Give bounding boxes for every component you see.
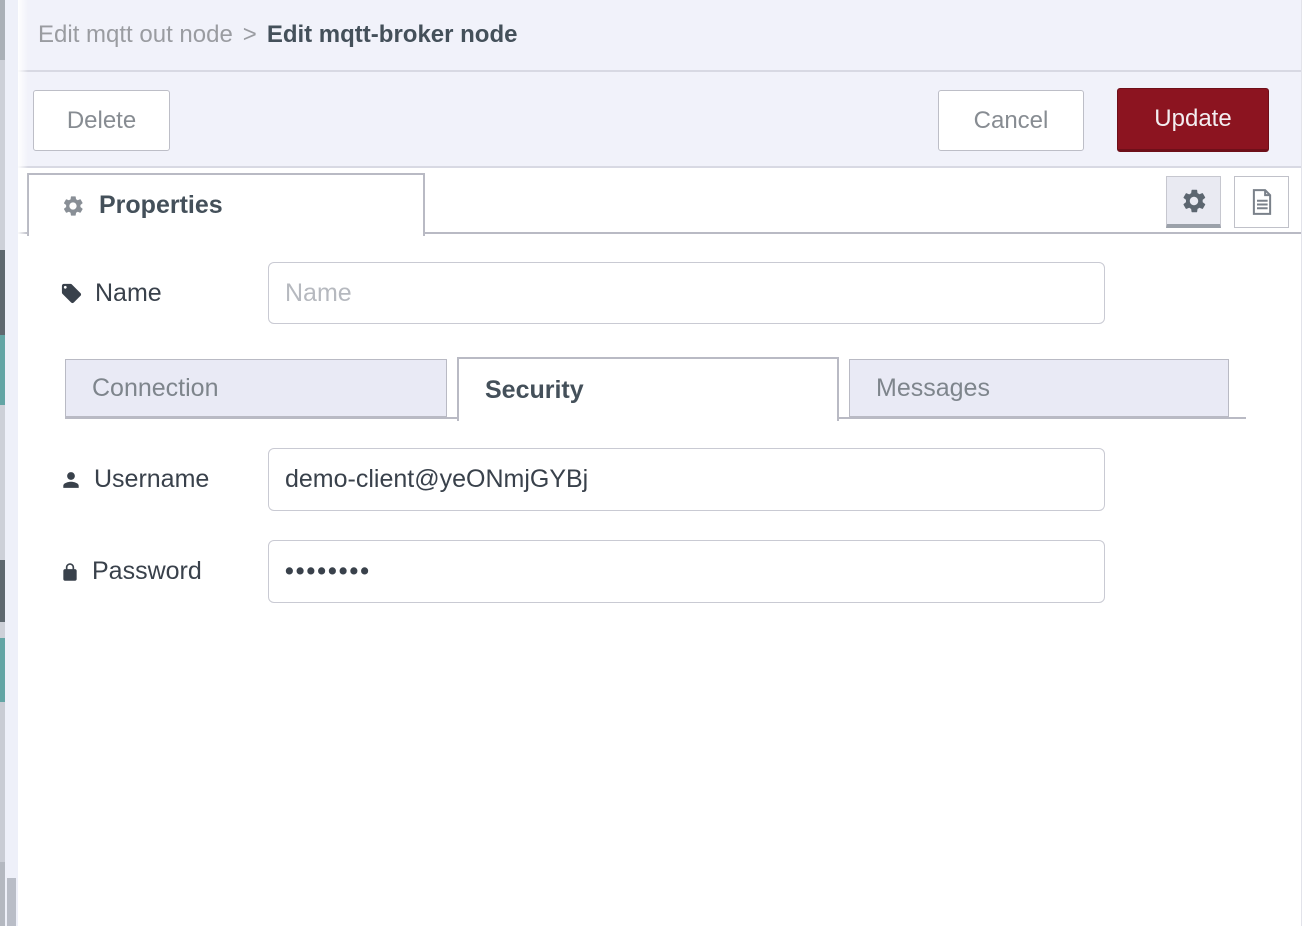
password-label: Password (18, 557, 268, 586)
tab-properties-label: Properties (99, 191, 223, 219)
password-row: Password (18, 540, 1301, 603)
workspace-node-fragment (0, 862, 5, 926)
name-input[interactable] (268, 262, 1105, 324)
editor-tab-bar: Properties (18, 168, 1301, 238)
user-icon (60, 469, 82, 491)
tray-header: Edit mqtt out node > Edit mqtt-broker no… (18, 0, 1301, 72)
password-input[interactable] (268, 540, 1105, 603)
delete-button[interactable]: Delete (33, 90, 170, 151)
edit-node-tray: Edit mqtt out node > Edit mqtt-broker no… (18, 0, 1302, 926)
name-label: Name (18, 279, 268, 308)
tab-bar-divider (18, 232, 1301, 234)
node-description-icon-button[interactable] (1234, 176, 1289, 228)
update-button[interactable]: Update (1117, 88, 1269, 152)
breadcrumb-parent-link[interactable]: Edit mqtt out node (38, 21, 233, 48)
node-edit-form: Name Connection Security Messages Use (18, 238, 1301, 603)
username-row: Username (18, 448, 1301, 511)
gear-icon (61, 194, 85, 218)
cancel-button[interactable]: Cancel (938, 90, 1084, 151)
tab-messages-label: Messages (876, 373, 990, 402)
tab-connection-label: Connection (92, 373, 219, 402)
doc-icon (1247, 187, 1277, 217)
tab-security-label: Security (485, 375, 584, 404)
name-label-text: Name (95, 278, 162, 307)
workspace-node-fragment (0, 250, 5, 335)
scrollbar-thumb[interactable] (7, 878, 16, 926)
workspace-node-fragment (0, 335, 5, 405)
tab-connection[interactable]: Connection (65, 359, 447, 417)
workspace-node-fragment (0, 638, 5, 702)
name-row: Name (18, 262, 1301, 324)
workspace-node-fragment (0, 702, 5, 862)
broker-subtabs: Connection Security Messages (65, 357, 1246, 421)
username-label: Username (18, 465, 268, 494)
workspace-node-fragment (0, 560, 5, 622)
password-label-text: Password (92, 557, 202, 585)
gear-icon (1180, 187, 1208, 215)
page-title: Edit mqtt-broker node (266, 21, 518, 48)
tab-properties[interactable]: Properties (27, 173, 425, 236)
edit-properties-icon-button[interactable] (1166, 176, 1221, 228)
workspace-node-fragment (0, 0, 5, 60)
tray-resize-gutter[interactable] (5, 0, 18, 926)
tab-messages[interactable]: Messages (849, 359, 1229, 417)
tab-security[interactable]: Security (457, 357, 839, 421)
tray-toolbar: Delete Cancel Update (18, 72, 1301, 168)
lock-icon (60, 561, 80, 583)
username-label-text: Username (94, 465, 210, 493)
workspace-edge-strip (0, 0, 5, 926)
tag-icon (60, 282, 83, 305)
breadcrumb-separator: > (242, 21, 257, 48)
username-input[interactable] (268, 448, 1105, 511)
